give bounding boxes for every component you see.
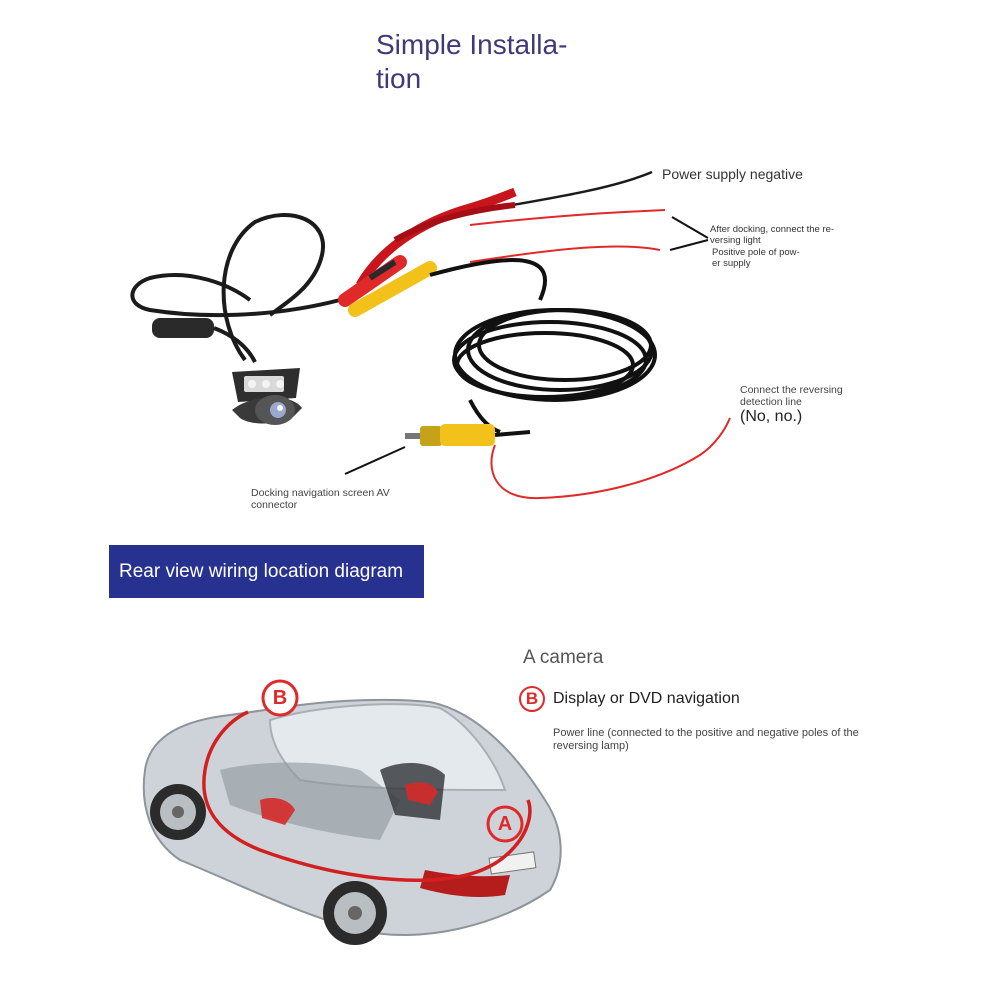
av-connector-line-1: Docking navigation screen AV: [251, 487, 390, 499]
power-line-label: Power line (connected to the positive an…: [553, 727, 913, 753]
after-docking-label: After docking, connect the re- versing l…: [710, 224, 870, 246]
red-wire-positive: [469, 245, 661, 263]
reversing-detection-note: (No, no.): [740, 408, 803, 425]
camera-legend-label: A camera: [523, 647, 604, 668]
display-legend: B Display or DVD navigation: [519, 686, 740, 712]
rca-connector-bottom: [405, 424, 531, 446]
camera-body: [232, 368, 302, 425]
power-line-line-1: Power line (connected to the positive an…: [553, 727, 859, 739]
black-cable-coil: [429, 258, 657, 434]
power-negative-label: Power supply negative: [662, 166, 803, 182]
red-detection-wire: [490, 417, 731, 500]
section-banner: Rear view wiring location diagram: [109, 545, 424, 598]
page-title: Simple Installa- tion: [376, 28, 616, 96]
title-line-2: tion: [376, 63, 422, 94]
reversing-detection-line-2: detection line: [740, 396, 802, 408]
after-docking-line-2: versing light: [710, 235, 761, 246]
leader-line-positive: [669, 239, 709, 251]
display-badge-icon: B: [519, 686, 545, 712]
car-badge-b-icon: [261, 679, 299, 717]
car-badge-a-icon: [486, 805, 524, 843]
positive-pole-line-1: Positive pole of pow-: [712, 247, 800, 258]
car-badge-b-letter: B: [272, 687, 288, 709]
positive-pole-label: Positive pole of pow- er supply: [712, 247, 832, 269]
positive-pole-line-2: er supply: [712, 258, 751, 269]
after-docking-line-1: After docking, connect the re-: [710, 224, 835, 235]
leader-line-docking: [671, 216, 709, 239]
reversing-detection-line-1: Connect the reversing: [740, 384, 843, 396]
rear-wheel: [323, 881, 387, 945]
red-wire-docking: [469, 209, 666, 226]
title-line-1: Simple Installa-: [376, 29, 568, 60]
red-power-cable: [356, 187, 517, 288]
display-legend-label: Display or DVD navigation: [553, 690, 740, 707]
reversing-detection-label: Connect the reversing detection line (No…: [740, 384, 900, 426]
front-wheel: [150, 784, 206, 840]
camera-cable-loop: [130, 273, 341, 318]
av-connector-label: Docking navigation screen AV connector: [251, 487, 451, 511]
av-connector-line-2: connector: [251, 499, 298, 511]
inline-connector: [152, 318, 214, 338]
wiring-route: [202, 710, 532, 882]
tail-light: [420, 870, 510, 898]
power-line-line-2: reversing lamp): [553, 740, 629, 752]
car-badge-a-letter: A: [497, 813, 513, 835]
leader-line-av: [344, 446, 406, 475]
rca-connectors-top: [338, 255, 437, 317]
